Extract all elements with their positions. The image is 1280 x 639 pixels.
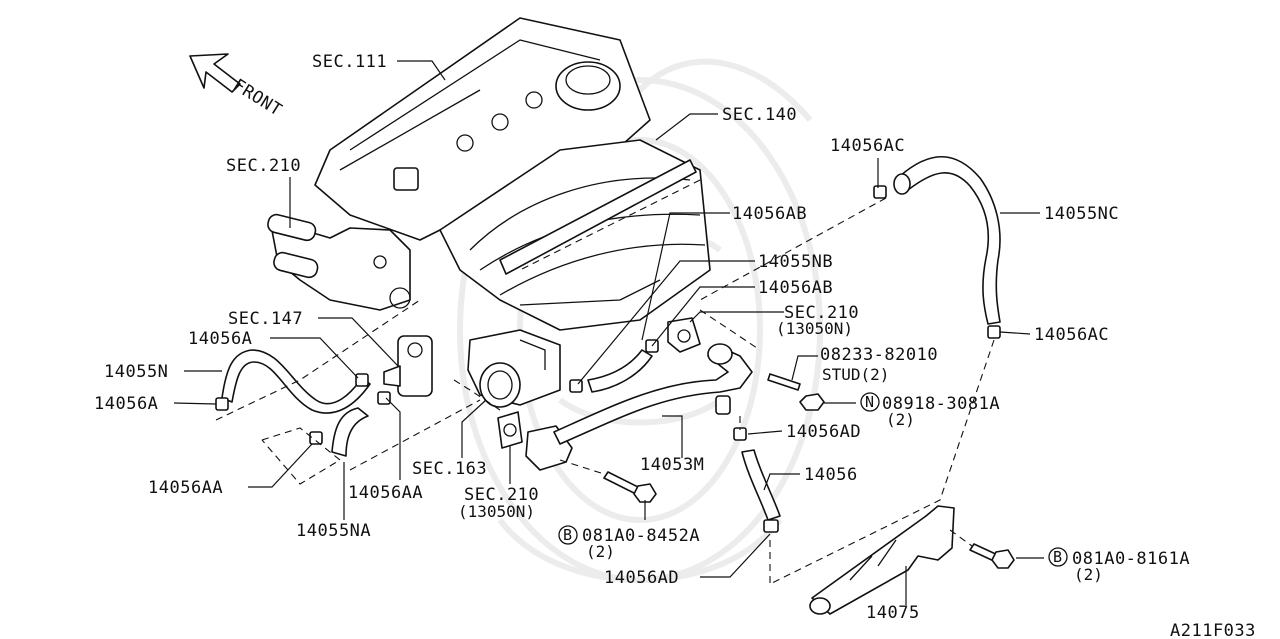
bolt-symbol-icon-2: B	[1048, 547, 1068, 567]
gasket-lower	[497, 411, 523, 449]
throttle-chamber	[467, 329, 561, 408]
label-sec111[interactable]: SEC.111	[312, 52, 387, 72]
label-stud-part[interactable]: 08233-82010	[820, 345, 938, 365]
auxiliary-air-valve	[383, 335, 433, 397]
assembly-lines	[215, 179, 995, 585]
hose-14055NB	[587, 349, 653, 393]
label-sec140[interactable]: SEC.140	[722, 105, 797, 125]
water-pipe-14075	[809, 505, 955, 615]
svg-text:B: B	[563, 526, 572, 544]
label-14056A-top[interactable]: 14056A	[188, 329, 252, 349]
stud-08233	[767, 373, 801, 391]
gasket-upper	[667, 317, 701, 353]
hose-14056	[741, 449, 781, 521]
clamp-14056AC-top	[873, 185, 887, 199]
nut-symbol-icon: N	[860, 392, 880, 412]
engine-block	[314, 17, 711, 331]
label-sec210-bot[interactable]: SEC.210	[464, 485, 539, 505]
label-bolt2-part[interactable]: 081A0-8161A	[1072, 549, 1190, 569]
clamp-14056AD-bot	[763, 519, 779, 533]
label-14053M[interactable]: 14053M	[640, 455, 704, 475]
label-14055NA[interactable]: 14055NA	[296, 521, 371, 541]
bolt-symbol-icon-1: B	[558, 525, 578, 545]
label-14055N[interactable]: 14055N	[104, 362, 168, 382]
label-sec210-mid[interactable]: SEC.210	[784, 303, 859, 323]
clamp-14056AA-left	[309, 431, 323, 445]
label-sec210-top[interactable]: SEC.210	[226, 156, 301, 176]
label-14056AA-right[interactable]: 14056AA	[348, 483, 423, 503]
clamp-14056A-bot	[215, 397, 229, 411]
label-14075[interactable]: 14075	[866, 603, 920, 623]
label-14056A-bot[interactable]: 14056A	[94, 394, 158, 414]
bolt-081A0-8452A	[603, 471, 657, 503]
clamp-14056AA-right	[377, 391, 391, 405]
bolt-081A0-8161A	[969, 543, 1015, 569]
label-14055NC[interactable]: 14055NC	[1044, 204, 1119, 224]
svg-text:B: B	[1053, 548, 1062, 566]
label-14056AC-top[interactable]: 14056AC	[830, 136, 905, 156]
svg-text:N: N	[865, 393, 874, 411]
label-sec210-bot-code: (13050N)	[458, 502, 535, 521]
label-14056AB-2[interactable]: 14056AB	[758, 278, 833, 298]
front-arrow-icon	[189, 53, 241, 93]
label-14056AB-1[interactable]: 14056AB	[732, 204, 807, 224]
nut-08918	[799, 393, 825, 411]
water-pipe-14053M	[525, 343, 753, 471]
label-14056AA-left[interactable]: 14056AA	[148, 478, 223, 498]
hose-14055NC	[893, 156, 1001, 325]
hose-14055NA	[331, 407, 369, 457]
clamp-14056A-top	[355, 373, 369, 387]
label-bolt1-qty: (2)	[586, 542, 615, 561]
clamp-14056AC-mid	[987, 325, 1001, 339]
label-sec210-mid-code: (13050N)	[776, 319, 853, 338]
label-14056[interactable]: 14056	[804, 465, 858, 485]
leader-lines	[173, 60, 1044, 605]
label-sec147[interactable]: SEC.147	[228, 309, 303, 329]
label-sec163[interactable]: SEC.163	[412, 459, 487, 479]
water-outlet-housing	[267, 213, 411, 311]
label-nut-qty: (2)	[886, 410, 915, 429]
label-nut-part[interactable]: 08918-3081A	[882, 394, 1000, 414]
label-14055NB[interactable]: 14055NB	[758, 252, 833, 272]
label-stud-qty: STUD(2)	[822, 365, 889, 384]
label-bolt2-qty: (2)	[1074, 565, 1103, 584]
front-label: FRONT	[229, 75, 285, 120]
label-14056AC-mid[interactable]: 14056AC	[1034, 325, 1109, 345]
label-14056AD-mid[interactable]: 14056AD	[786, 422, 861, 442]
label-bolt1-part[interactable]: 081A0-8452A	[582, 526, 700, 546]
label-14056AD-bot[interactable]: 14056AD	[604, 568, 679, 588]
diagram-code: A211F033	[1170, 621, 1256, 639]
